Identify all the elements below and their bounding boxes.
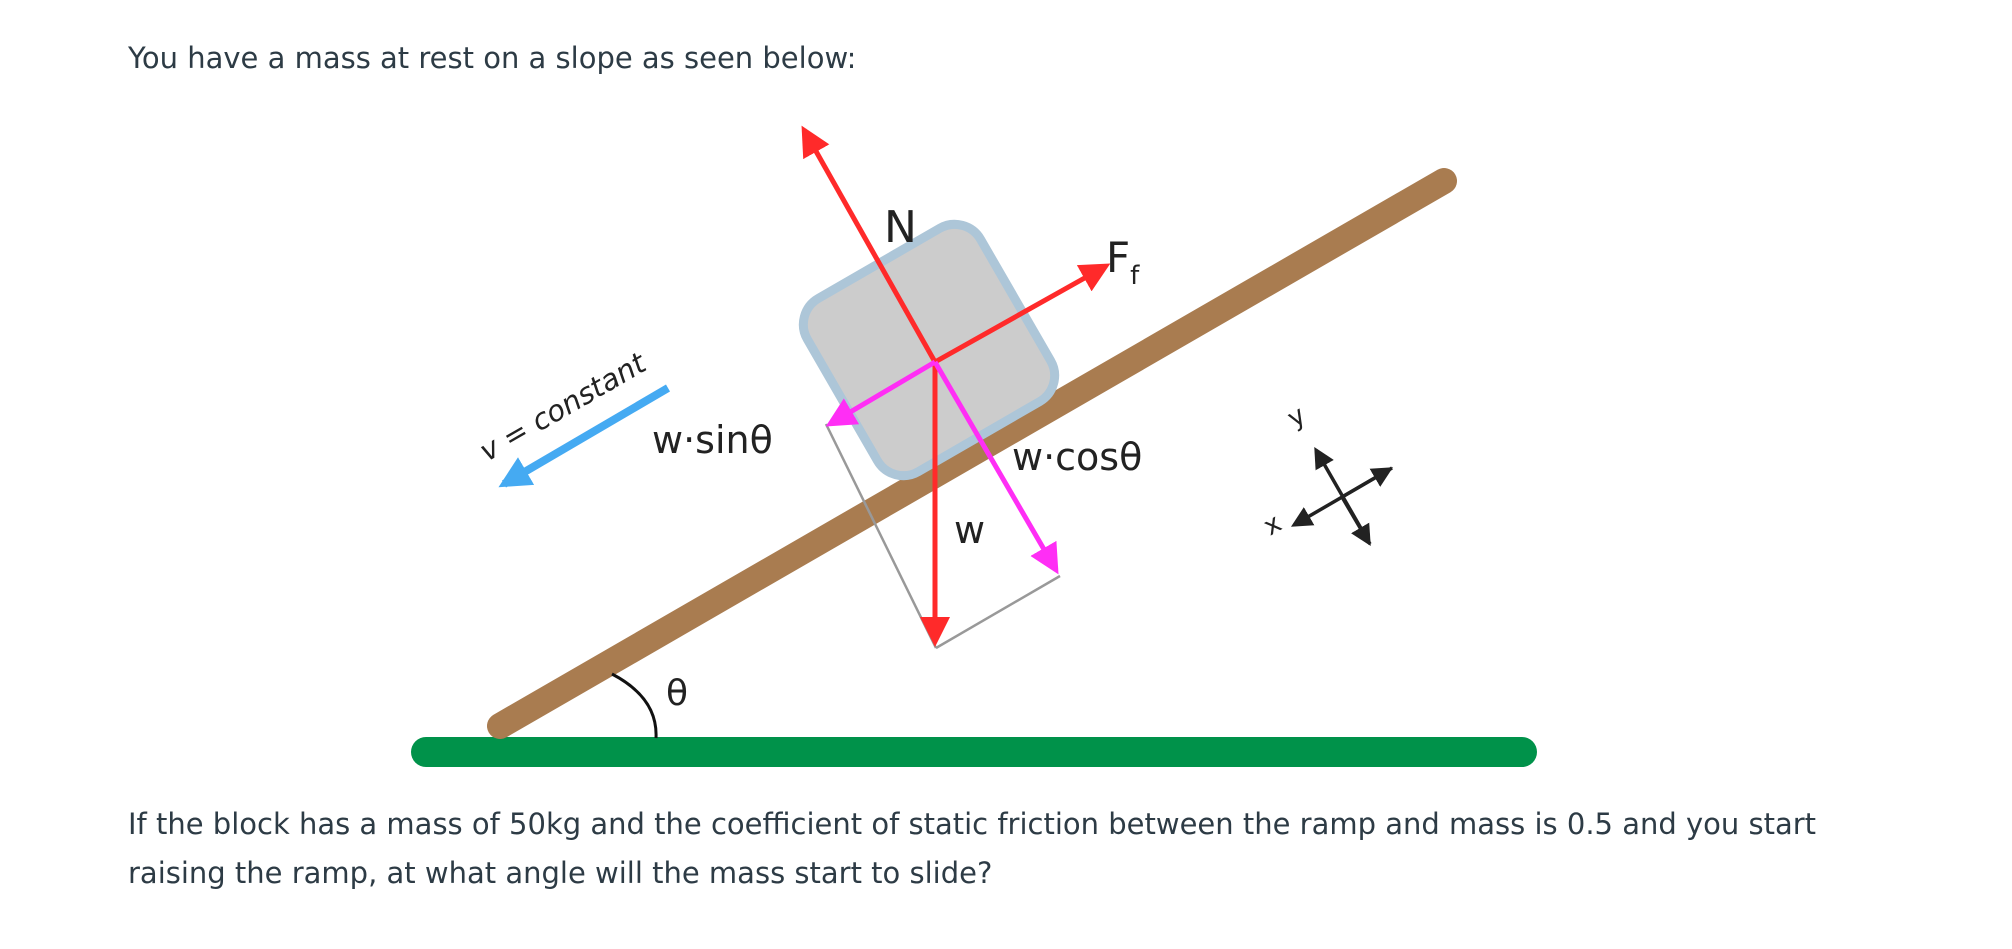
angle-arc [611,672,658,739]
normal-force-arrow [801,125,938,364]
friction-force-label-sub: f [1130,261,1140,291]
axis-y-label: y [1283,400,1311,434]
intro-text: You have a mass at rest on a slope as se… [128,41,857,75]
coordinate-axes: x y [1259,400,1394,547]
w-cos-label: w·cosθ [1012,435,1142,479]
velocity-arrow [498,384,671,488]
friction-force-arrow [933,263,1111,365]
axis-x-label: x [1259,508,1287,542]
friction-force-label: Ff [1106,233,1140,291]
axis-x-negative [1341,467,1394,499]
weight-label: w [954,508,985,552]
axis-y-negative [1340,496,1371,547]
component-construction-lines [824,423,1061,650]
w-sin-label: w·sinθ [652,418,773,462]
angle-label: θ [666,673,688,714]
w-cos-component-arrow [932,360,1059,575]
question-text: If the block has a mass of 50kg and the … [128,807,1817,890]
ramp-line [487,168,1457,739]
w-sin-component-arrow [825,359,937,427]
friction-force-label-main: F [1106,233,1130,282]
normal-force-label: N [884,202,917,253]
